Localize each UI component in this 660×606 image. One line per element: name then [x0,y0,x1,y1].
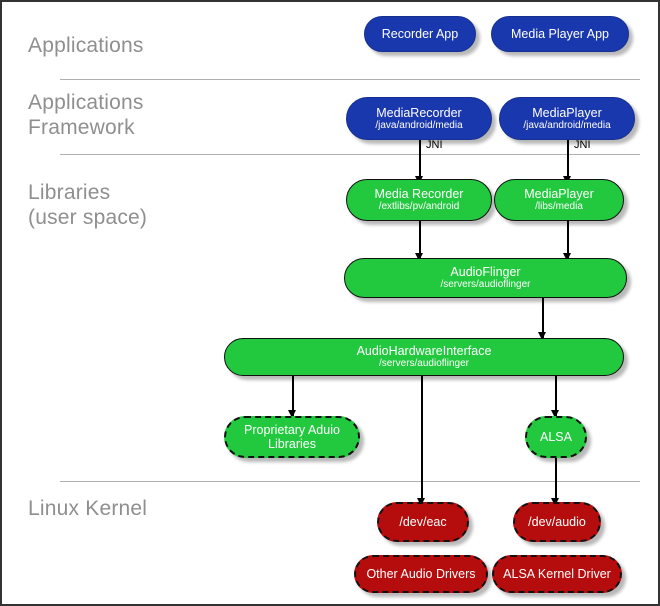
arrowhead-audioflinger-ahi [538,332,546,340]
node-media-player-app[interactable]: Media Player App [491,16,629,52]
node-title: Media Player App [511,27,609,41]
node-subtitle: /servers/audioflinger [378,358,470,369]
node-other-audio-drivers[interactable]: Other Audio Drivers [354,555,488,593]
edge-label-jni-recorder: JNI [426,139,443,151]
node-title: ALSA [540,430,572,444]
node-audioflinger[interactable]: AudioFlinger /servers/audioflinger [344,258,627,298]
node-title: MediaPlayer [524,187,594,201]
node-dev-eac[interactable]: /dev/eac [377,502,469,542]
layer-label-linux-kernel: Linux Kernel [28,497,148,520]
separator-kernel [60,481,640,482]
node-subtitle: /java/android/media [375,119,463,131]
connector-ahi-proprietary [292,376,294,416]
node-title: ALSA Kernel Driver [503,567,611,581]
edge-label-jni-player: JNI [574,139,591,151]
arrowhead-ahi-alsa [551,410,559,418]
node-title: /dev/audio [528,515,586,529]
connector-ahi-alsa [555,376,557,416]
layer-label-applications-framework: Applications Framework [28,91,144,139]
node-audiohardwareinterface[interactable]: AudioHardwareInterface /servers/audiofli… [224,338,624,376]
connector-mediaplayer-jni [567,140,569,184]
node-proprietary-audio-libraries[interactable]: Proprietary Aduio Libraries [224,416,360,458]
connector-mediarecorder-audioflinger [419,221,421,261]
node-title: Other Audio Drivers [366,567,476,581]
layer-label-libraries: Libraries (user space) [28,181,148,229]
layer-label-applications: Applications [28,34,144,57]
node-title: Proprietary Aduio [244,423,340,437]
arrowhead-mediaplayer-audioflinger [563,253,571,261]
node-recorder-app[interactable]: Recorder App [364,16,476,52]
node-title: /dev/eac [399,515,447,529]
node-subtitle: /servers/audioflinger [440,279,531,290]
node-title: AudioHardwareInterface [356,344,492,358]
connector-mediaplayer-audioflinger [567,221,569,261]
node-alsa[interactable]: ALSA [525,416,587,458]
node-subtitle: /extlibs/pv/android [378,201,460,212]
node-mediaplayer-java[interactable]: MediaPlayer /java/android/media [499,97,635,140]
node-title: Media Recorder [374,187,464,201]
node-title: AudioFlinger [450,265,521,279]
node-title: Recorder App [381,27,459,41]
node-subtitle: /libs/media [535,201,583,212]
arrowhead-ahi-proprietary [288,410,296,418]
node-media-recorder-native[interactable]: Media Recorder /extlibs/pv/android [346,179,492,221]
connector-alsa-dev-audio [555,458,557,502]
connector-audioflinger-ahi [542,298,544,340]
node-alsa-kernel-driver[interactable]: ALSA Kernel Driver [492,555,622,593]
connector-mediarecorder-jni [419,140,421,184]
separator-framework [60,154,640,155]
separator-applications [60,79,640,80]
node-mediaplayer-native[interactable]: MediaPlayer /libs/media [494,179,624,221]
node-title: MediaPlayer [532,105,602,120]
connector-ahi-dev-eac [421,376,423,502]
node-mediarecorder-java[interactable]: MediaRecorder /java/android/media [346,97,492,140]
node-subtitle: /java/android/media [523,119,611,131]
node-subtitle: Libraries [268,437,316,451]
node-title: MediaRecorder [376,105,462,120]
arrowhead-mediarecorder-audioflinger [415,253,423,261]
node-dev-audio[interactable]: /dev/audio [513,502,601,542]
